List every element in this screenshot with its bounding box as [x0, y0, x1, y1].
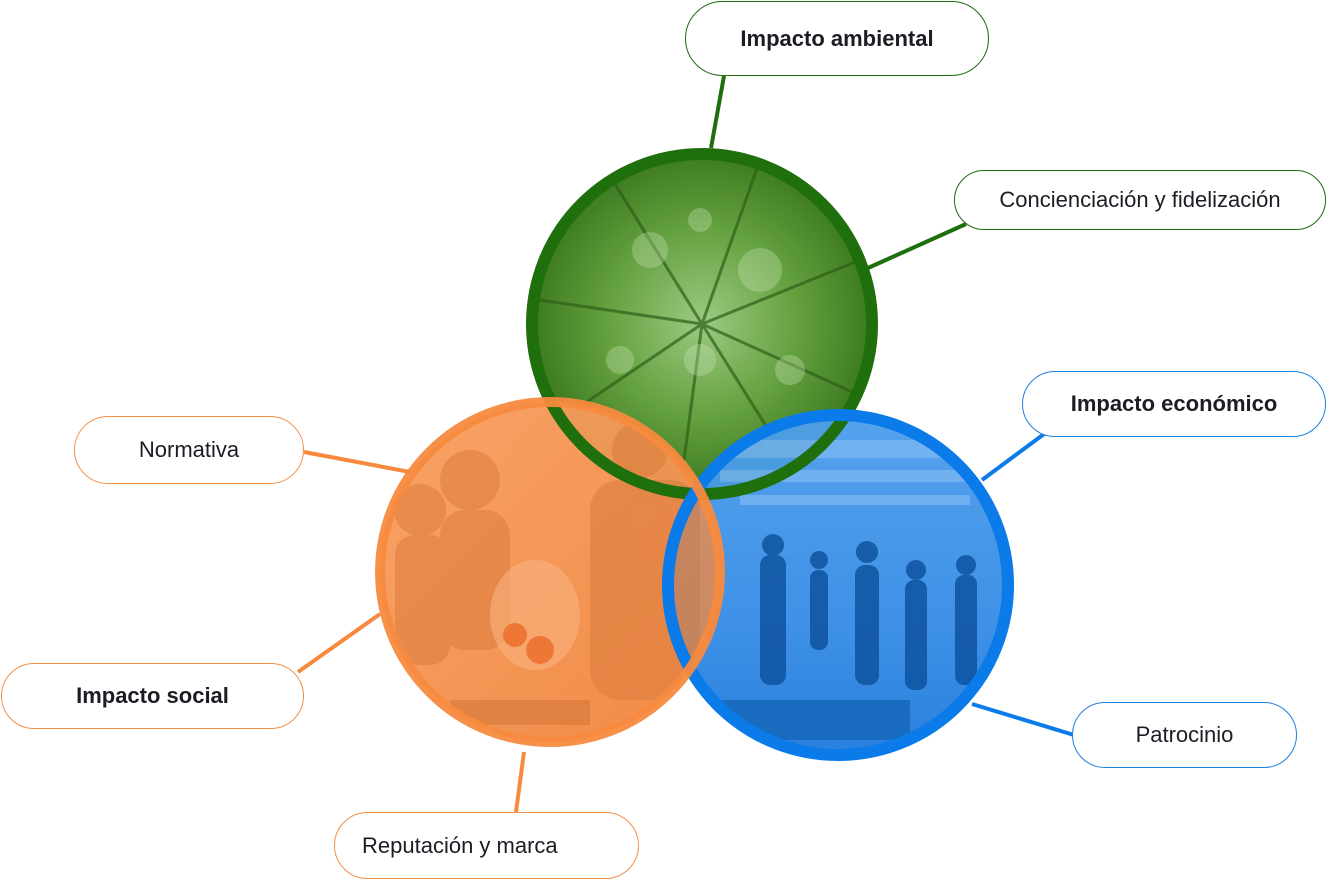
economic-circle [662, 409, 1014, 761]
social-circle [375, 397, 725, 747]
event-people-photo [668, 415, 1008, 755]
label-impacto-economico-text: Impacto económico [1070, 391, 1278, 416]
connector-concienciacion [867, 222, 967, 270]
connector-impacto-economico [980, 432, 1046, 482]
label-impacto-ambiental: Impacto ambiental [685, 1, 989, 76]
label-reputacion: Reputación y marca [334, 812, 639, 879]
label-impacto-social: Impacto social [1, 663, 304, 729]
connector-impacto-ambiental [709, 75, 726, 149]
label-normativa-text: Normativa [138, 437, 240, 462]
label-concienciacion: Concienciación y fidelización [954, 170, 1326, 230]
label-patrocinio-text: Patrocinio [1135, 722, 1234, 747]
connector-reputacion [514, 751, 526, 813]
label-impacto-ambiental-text: Impacto ambiental [740, 25, 934, 51]
label-impacto-social-text: Impacto social [76, 683, 229, 708]
connector-patrocinio [971, 702, 1075, 737]
label-impacto-economico: Impacto económico [1022, 371, 1326, 437]
connector-normativa [303, 450, 411, 474]
connector-impacto-social [296, 612, 382, 674]
label-patrocinio: Patrocinio [1072, 702, 1297, 768]
label-normativa: Normativa [74, 416, 304, 484]
label-concienciacion-text: Concienciación y fidelización [999, 187, 1281, 212]
label-reputacion-text: Reputación y marca [362, 832, 558, 858]
